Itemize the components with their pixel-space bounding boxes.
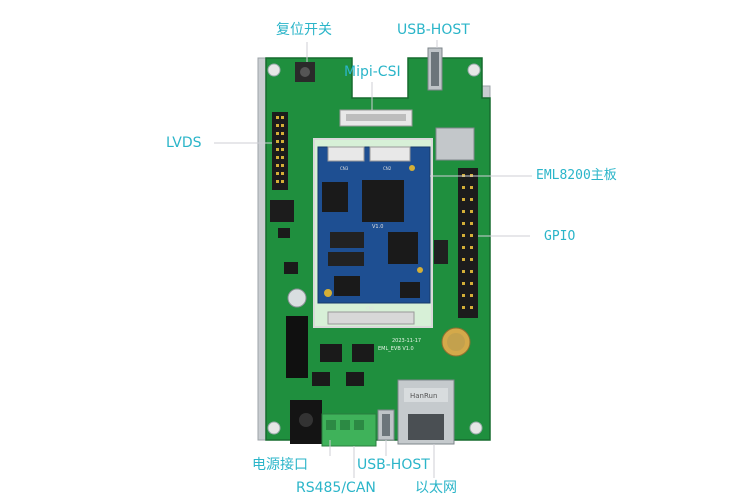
label-lvds: LVDS (166, 135, 202, 151)
mounting-holes (267, 63, 483, 435)
label-reset-switch: 复位开关 (276, 22, 332, 38)
gpio-header-part (458, 168, 478, 318)
carrier-date-text: 2023-11-17 (392, 338, 421, 344)
usb-bottom-part (377, 409, 395, 441)
reset-switch-part (295, 62, 315, 82)
small-header (270, 200, 294, 222)
label-usb-host-bottom: USB-HOST (357, 457, 430, 473)
label-core-board: EML8200主板 (536, 168, 617, 183)
label-gpio: GPIO (544, 229, 576, 244)
core-pads (324, 165, 423, 297)
label-rs485-can: RS485/CAN (296, 480, 376, 496)
coin-cell (441, 327, 471, 357)
core-chips (322, 180, 448, 298)
mipi-connector-part (339, 109, 413, 127)
label-ethernet: 以太网 (415, 480, 457, 496)
ethernet-jack-part (397, 379, 455, 445)
jack-brand-text: HanRun (410, 392, 437, 400)
leader-lines (214, 40, 532, 478)
core-cn3-text: CN3 (340, 166, 349, 171)
label-power-port: 电源接口 (252, 457, 308, 473)
core-cn1-text: CN1 (366, 306, 375, 311)
inductor (287, 288, 307, 308)
usb-top-part (427, 47, 443, 91)
sd-card-slot (435, 127, 475, 161)
core-base-connector (327, 311, 415, 325)
label-usb-host-top: USB-HOST (397, 22, 470, 38)
lvds-header-part (272, 112, 288, 190)
core-board-connectors (327, 146, 411, 162)
core-cn2-text: CN2 (383, 166, 392, 171)
terminal-block-part (321, 413, 377, 447)
carrier-components (278, 228, 374, 386)
core-version-text: V1.0 (372, 224, 383, 230)
carrier-version-text: EML_EVB V1.0 (378, 346, 414, 352)
power-jack-part (290, 400, 322, 444)
label-mipi-csi: Mipi-CSI (344, 64, 401, 80)
